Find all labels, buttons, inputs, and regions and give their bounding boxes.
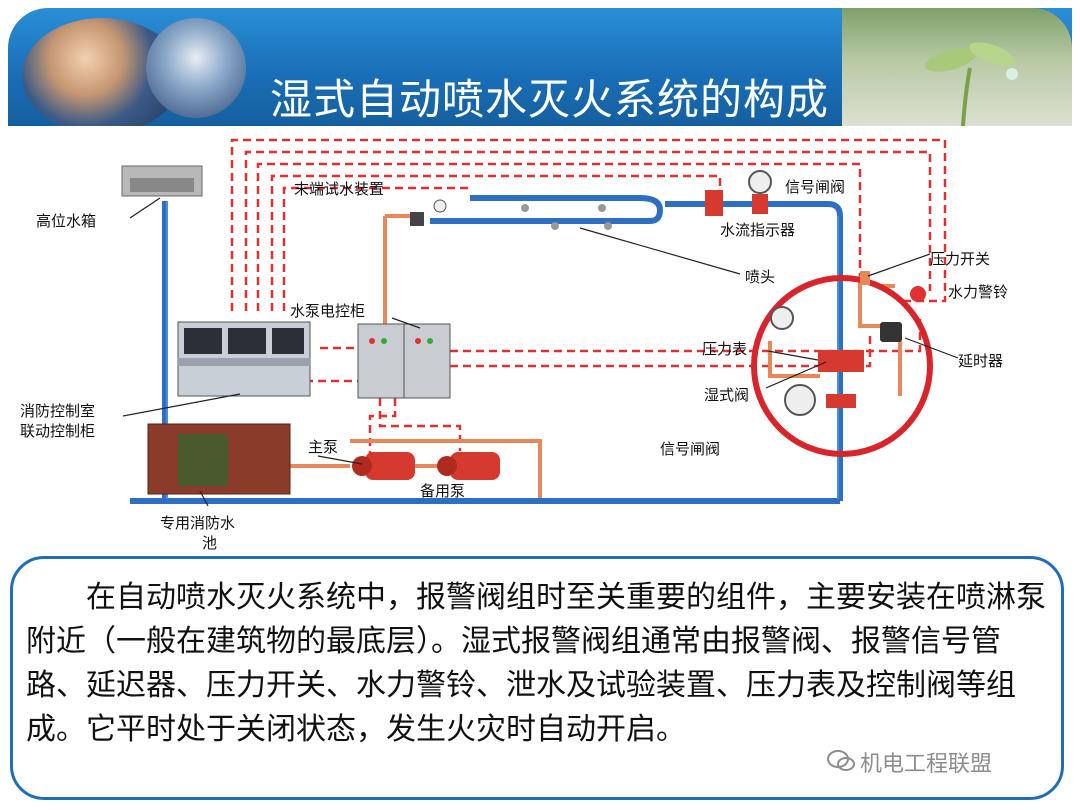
delay-device <box>880 322 902 342</box>
flow-indicator <box>705 190 723 216</box>
fire-water-pool <box>147 423 291 495</box>
pump-control-cabinet <box>357 323 451 399</box>
sprout-icon <box>924 42 1018 126</box>
main-pump <box>352 452 415 480</box>
header-photo-handshake <box>146 18 246 118</box>
label-water-bell: 水力警铃 <box>948 283 1008 301</box>
signal-gate-valve <box>784 384 856 416</box>
label-standby-pump: 备用泵 <box>420 482 465 500</box>
fire-control-cabinet <box>177 321 311 397</box>
page-title: 湿式自动喷水灭火系统的构成 <box>270 75 830 124</box>
label-sprinkler: 喷头 <box>745 268 775 286</box>
label-control-room-2: 联动控制柜 <box>20 422 95 440</box>
label-delay-device: 延时器 <box>958 352 1003 370</box>
wechat-icon <box>827 750 855 771</box>
standby-pump <box>437 452 500 480</box>
water-alarm-bell <box>910 286 926 302</box>
wet-alarm-valve <box>818 350 864 372</box>
description-box <box>10 556 1064 800</box>
description-text: 在自动喷水灭火系统中，报警阀组时至关重要的组件，主要安装在喷淋泵附近（一般在建筑… <box>26 580 1046 747</box>
label-control-room-1: 消防控制室 <box>20 402 95 420</box>
header-banner: 湿式自动喷水灭火系统的构成 <box>8 8 1072 126</box>
header-photo-sprout <box>842 8 1072 126</box>
valve-group-highlight <box>751 275 933 457</box>
label-pressure-gauge: 压力表 <box>702 340 747 358</box>
label-test-device: 末端试水装置 <box>294 180 384 198</box>
sprinklers <box>521 204 612 230</box>
label-signal-valve-top: 信号闸阀 <box>785 178 845 196</box>
test-device-valve <box>410 199 447 226</box>
pressure-switch <box>860 271 870 285</box>
label-pump-control-cabinet: 水泵电控柜 <box>290 302 365 320</box>
label-pressure-switch: 压力开关 <box>930 250 990 268</box>
label-wet-valve: 湿式阀 <box>704 386 749 404</box>
label-main-pump: 主泵 <box>308 438 338 456</box>
pressure-gauge <box>770 306 794 330</box>
leader-lines <box>122 197 959 507</box>
label-pool-2: 池 <box>202 534 217 552</box>
label-high-tank: 高位水箱 <box>36 212 96 230</box>
watermark: 机电工程联盟 <box>860 752 993 777</box>
high-water-tank <box>121 165 203 197</box>
label-pool-1: 专用消防水 <box>160 514 235 532</box>
label-flow-indicator: 水流指示器 <box>720 221 795 239</box>
label-signal-valve-bottom: 信号闸阀 <box>660 440 720 458</box>
signal-valve-top <box>748 170 772 214</box>
system-diagram: 高位水箱 末端试水装置 信号闸阀 水流指示器 喷头 压力开关 水力警铃 水泵电控… <box>20 138 1008 552</box>
water-pipes <box>130 195 843 504</box>
